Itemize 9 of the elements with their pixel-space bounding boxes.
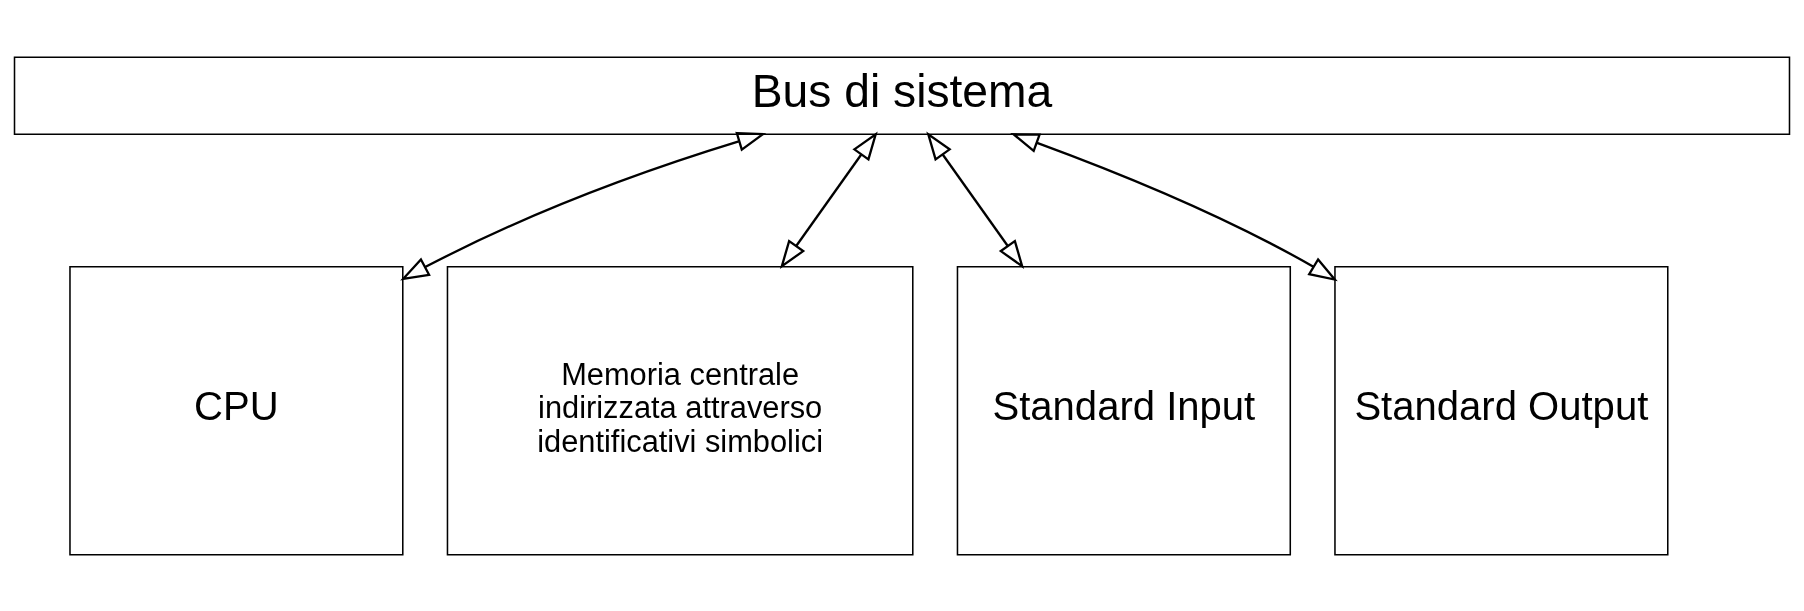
node-box: Bus di sistema — [13, 55, 1791, 135]
node-box: Standard Input — [956, 265, 1292, 556]
node-box: CPU — [69, 265, 404, 556]
node-box: Memoria centrale indirizzata attraverso identificativi simbolici — [446, 265, 914, 556]
arrow — [400, 131, 767, 280]
arrow — [1010, 132, 1338, 281]
arrow — [926, 130, 1025, 269]
arrow — [779, 130, 878, 269]
node-box: Standard Output — [1334, 265, 1669, 556]
